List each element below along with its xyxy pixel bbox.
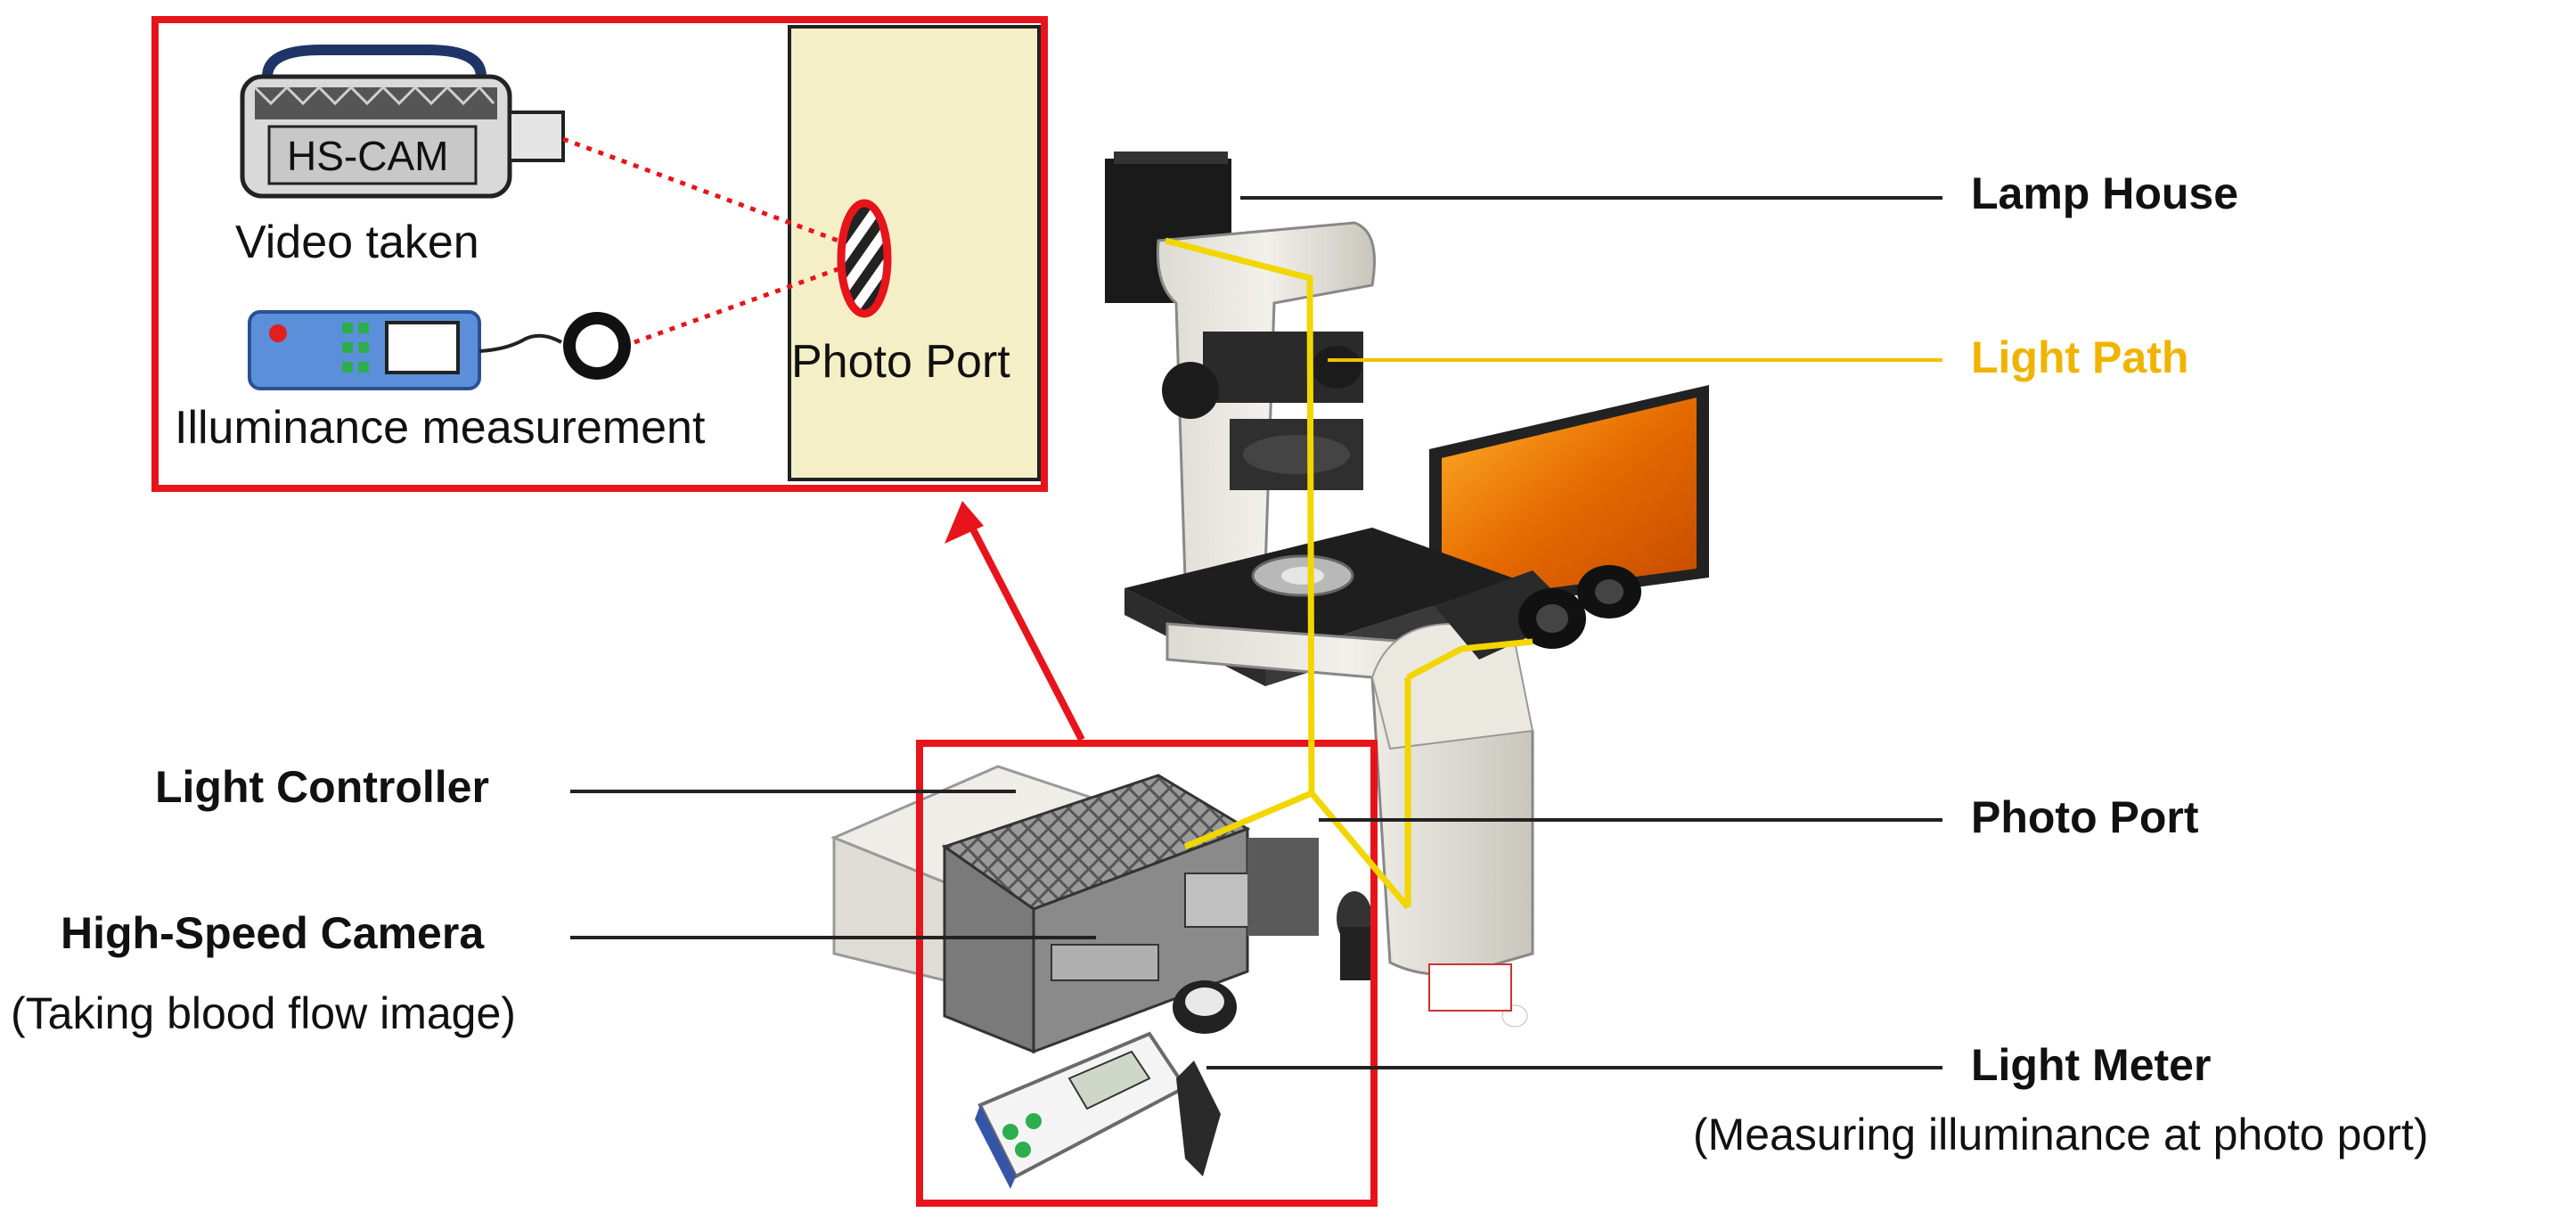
video-taken-caption: Video taken [235, 217, 479, 268]
photo-port-label: Photo Port [1971, 792, 2199, 842]
light-controller-label: Light Controller [155, 762, 489, 812]
high-speed-camera-unit [941, 774, 1319, 1054]
light-path-trace [1165, 237, 1533, 910]
lamp-house-label: Lamp House [1971, 168, 2239, 218]
highlight-box [916, 740, 1378, 1207]
inset-panel [151, 16, 1048, 492]
illuminance-meter-icon [248, 310, 631, 390]
high-speed-camera-label: High-Speed Camera [61, 908, 485, 958]
photo-port-inset-label: Photo Port [791, 336, 1010, 388]
hs-camera-icon [240, 45, 565, 199]
eyepieces [1435, 565, 1641, 660]
zoom-arrow [968, 524, 1085, 741]
illuminance-caption: Illuminance measurement [175, 402, 706, 454]
photo-port-opening [837, 199, 892, 318]
monitor-screen [1442, 397, 1697, 602]
hs-cam-label: HS-CAM [287, 133, 449, 179]
zoom-arrowhead [945, 501, 984, 544]
light-path-label: Light Path [1971, 332, 2189, 382]
photo-port-panel [788, 25, 1041, 481]
light-meter-unit [975, 980, 1237, 1189]
light-meter-note: (Measuring illuminance at photo port) [1693, 1110, 2429, 1159]
microscope-photo [830, 152, 1709, 1189]
high-speed-camera-note: (Taking blood flow image) [11, 988, 516, 1038]
light-meter-label: Light Meter [1971, 1040, 2212, 1090]
